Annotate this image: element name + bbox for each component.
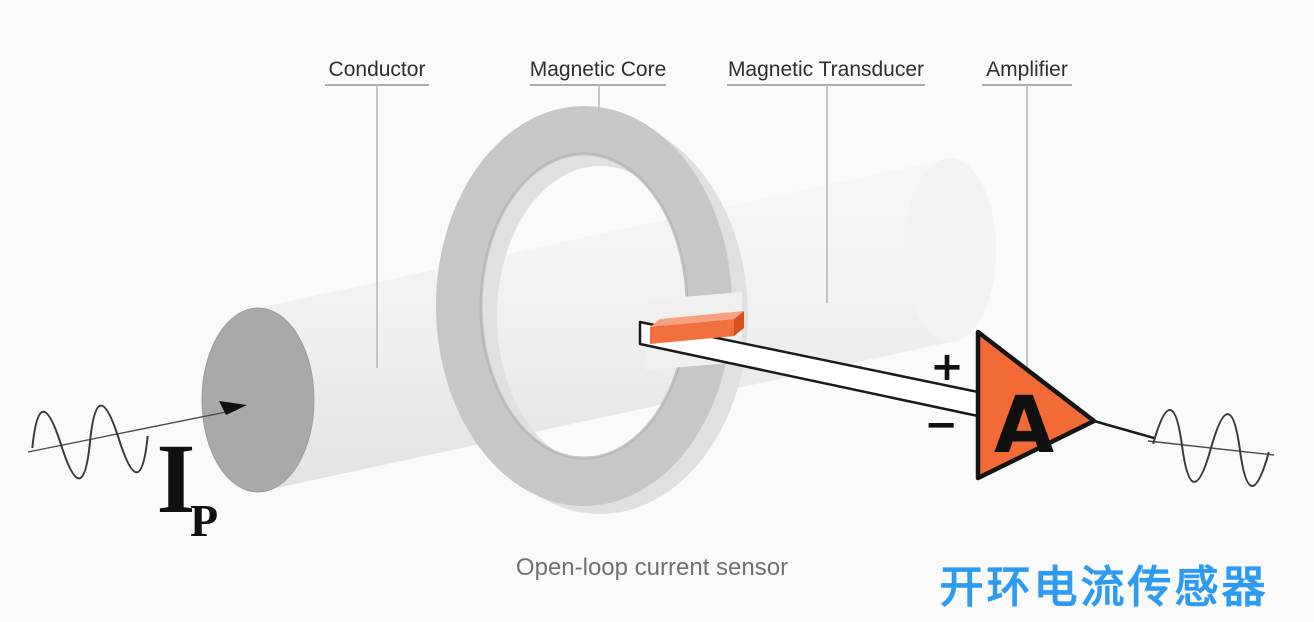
amplifier-triangle (975, 329, 1097, 481)
amplifier-letter: A (994, 381, 1054, 471)
diagram-caption-chinese: 开环电流传感器 (940, 562, 1269, 613)
magnetic-core-label: Magnetic Core (530, 58, 667, 81)
chip-front-face (650, 319, 734, 344)
component-labels: Conductor Magnetic Core Magnetic Transdu… (329, 58, 1068, 81)
input-current-arrow-shaft (27, 409, 237, 453)
primary-current-symbol: I (157, 423, 196, 534)
input-signal: I P (27, 401, 247, 546)
conductor-cylinder (201, 158, 996, 493)
input-current-arrowhead (219, 401, 247, 415)
amplifier-label: Amplifier (986, 58, 1068, 81)
output-signal (1147, 409, 1275, 487)
conductor-label: Conductor (329, 58, 426, 81)
chip-top-face (650, 311, 744, 327)
output-sine-wave (1152, 409, 1270, 487)
diagram-caption: Open-loop current sensor (516, 554, 788, 581)
conductor-body (202, 158, 996, 492)
amplifier: A + − (924, 329, 1155, 481)
input-sine-wave (31, 404, 149, 480)
plus-sign: + (930, 344, 964, 390)
label-leaders (325, 84, 1072, 382)
minus-sign: − (924, 402, 958, 448)
magnetic-transducer-label: Magnetic Transducer (728, 58, 924, 81)
chip-side-face (734, 311, 744, 336)
output-wire (1093, 419, 1155, 440)
conductor-right-cap (904, 158, 996, 342)
magnetic-transducer-chip (650, 311, 744, 344)
primary-current-subscript: P (190, 495, 218, 546)
conductor-left-face (201, 307, 315, 493)
